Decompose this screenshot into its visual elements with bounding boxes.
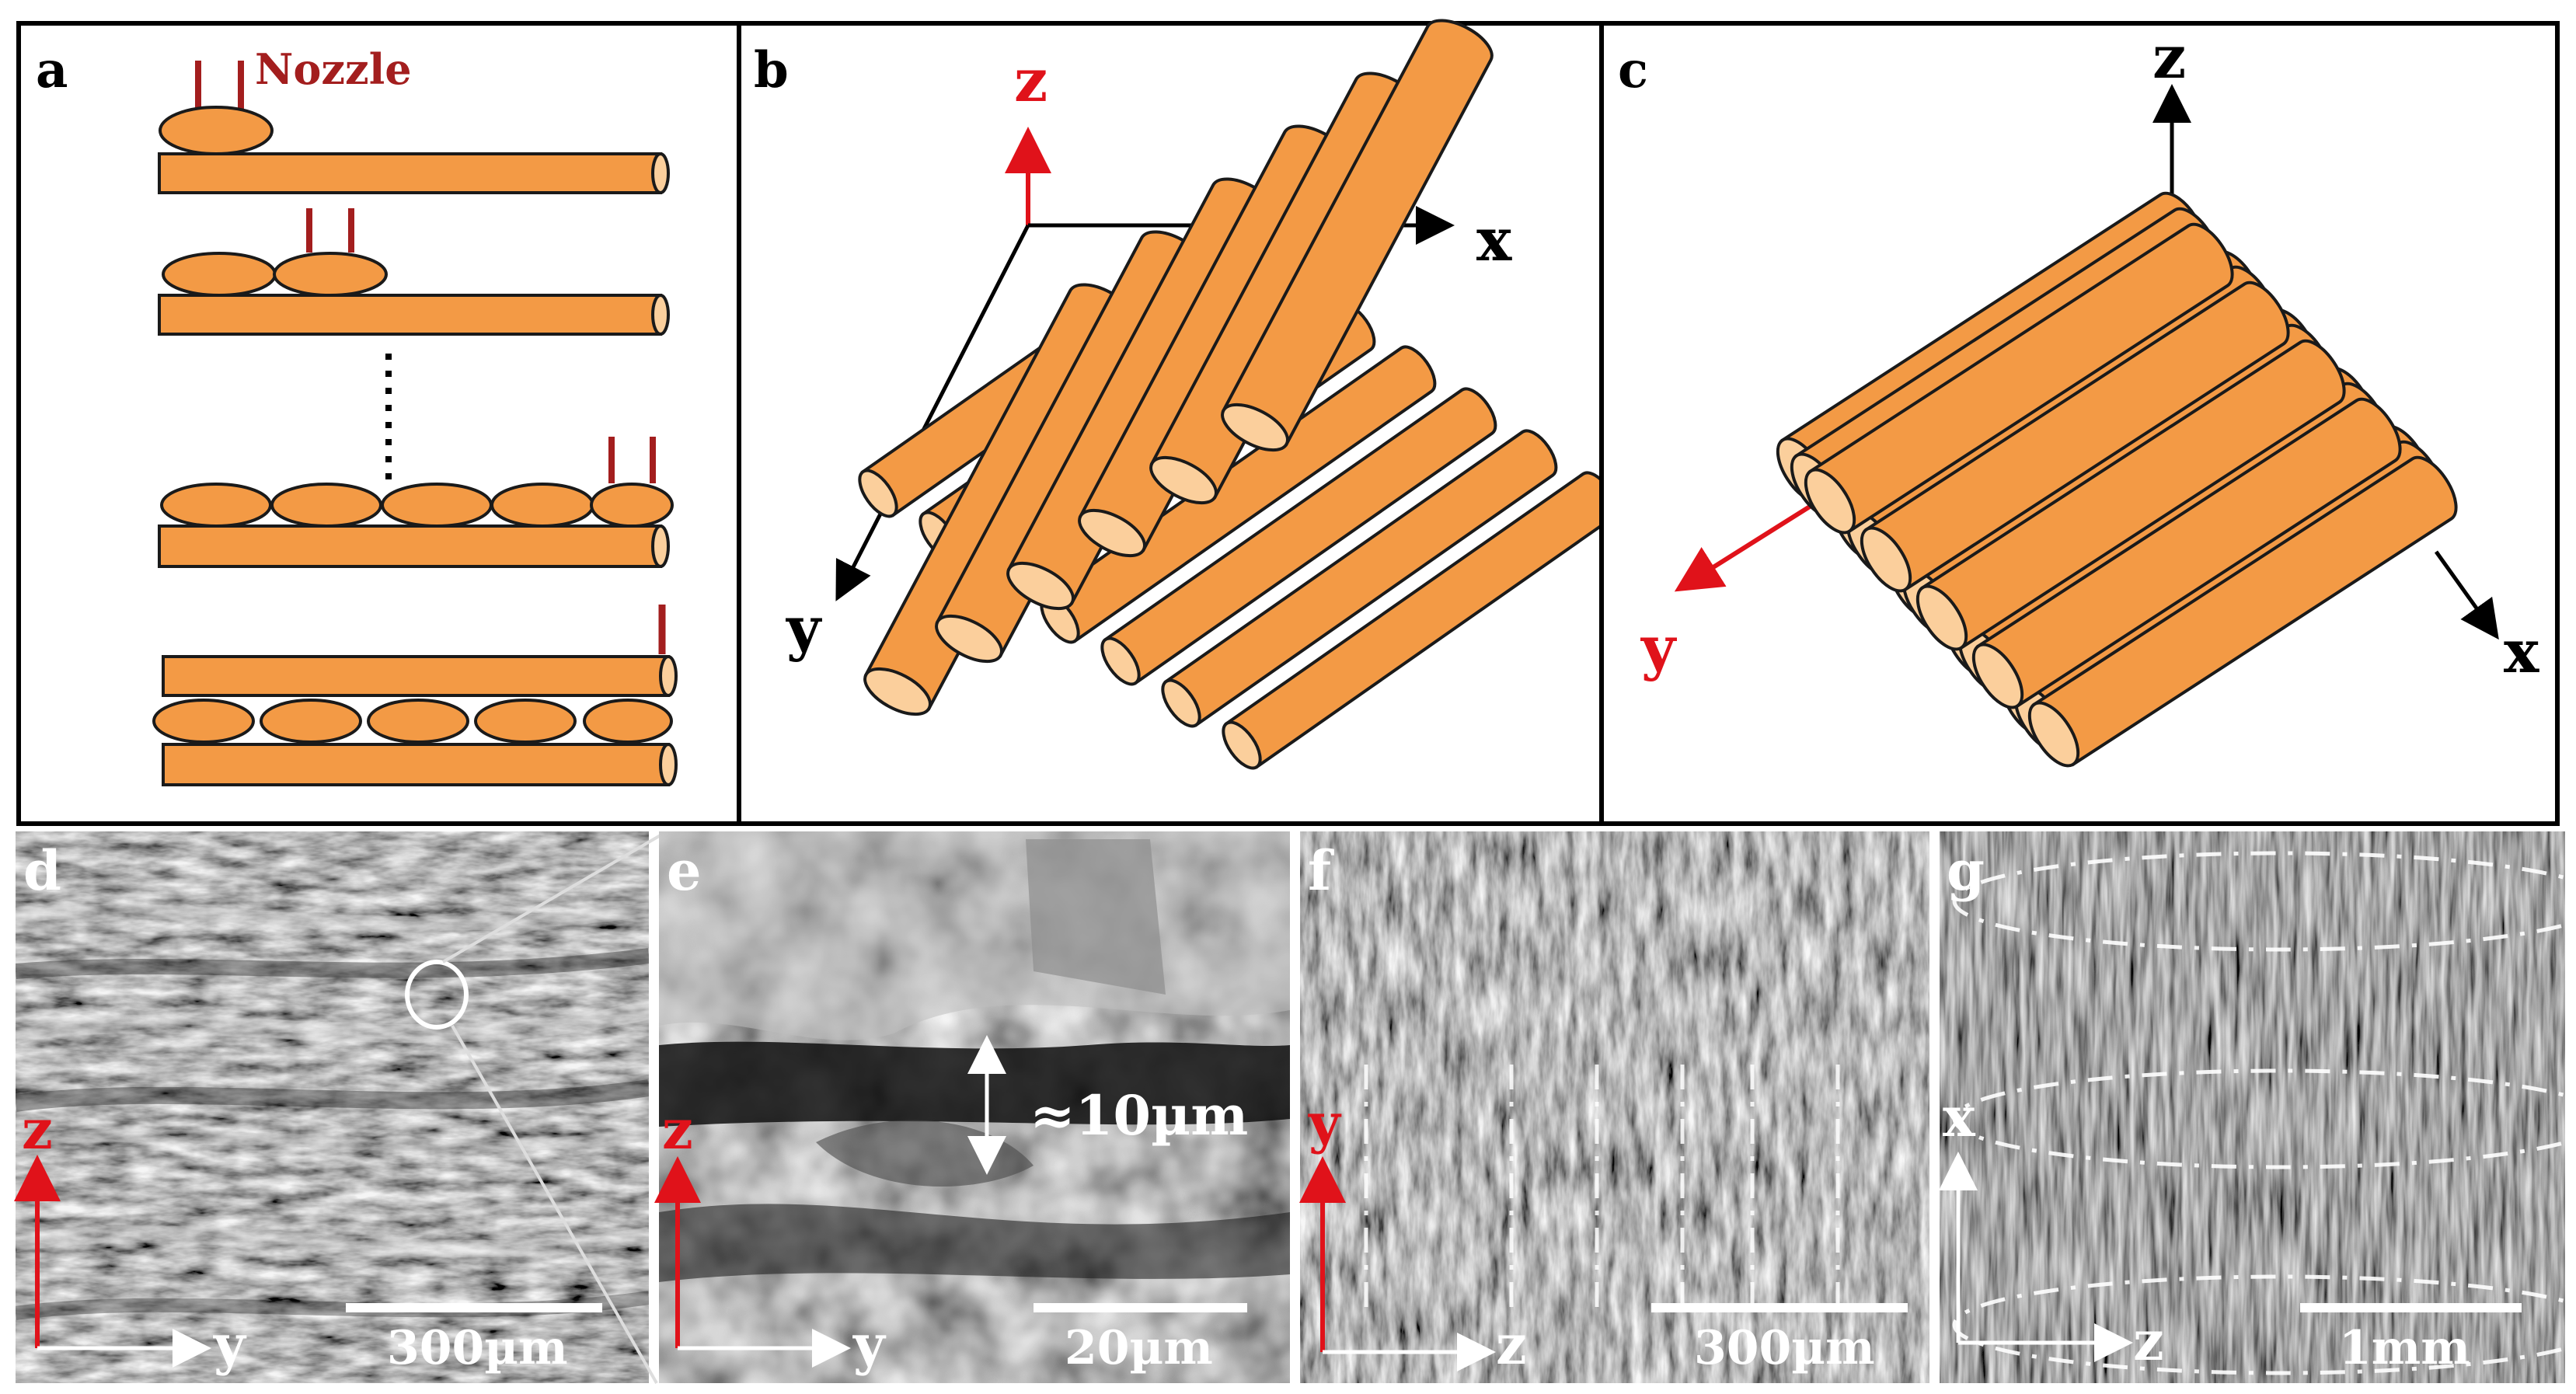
filament-outlines-g xyxy=(1952,851,2576,1375)
sem-features-e xyxy=(659,831,1290,1282)
step-1 xyxy=(158,61,670,194)
panel-f-label: f xyxy=(1308,838,1334,903)
nozzle-label: Nozzle xyxy=(255,44,412,94)
filament-c xyxy=(1915,339,2346,651)
filament-upper-b xyxy=(1221,19,1494,452)
filament-stack-b xyxy=(858,19,1619,770)
filament-outlines-f xyxy=(1364,1065,1840,1313)
deposited-bead xyxy=(381,483,493,528)
deposited-bead xyxy=(160,483,272,528)
panel-e-label: e xyxy=(667,838,702,903)
sem-texture-d xyxy=(16,831,649,1383)
panel-d-label: d xyxy=(23,838,61,903)
y-axis-arrow xyxy=(1674,499,1820,592)
deposited-bead xyxy=(270,483,382,528)
x-axis-label: x xyxy=(1476,205,1512,274)
z-axis-label: z xyxy=(1496,1312,1527,1377)
filament-lower-b xyxy=(1100,387,1497,686)
z-axis-label: z xyxy=(2133,1309,2164,1373)
panel-c: c z y x xyxy=(1599,21,2560,826)
x-axis-arrow xyxy=(2434,550,2499,640)
step-2 xyxy=(158,208,670,336)
panel-a: a Nozzle xyxy=(16,21,741,826)
deposited-bead xyxy=(159,106,274,155)
y-axis-label: y xyxy=(1640,613,1677,682)
sem-strata-d xyxy=(16,902,649,1320)
panel-g-label: g xyxy=(1947,838,1985,903)
deposited-bead xyxy=(273,252,388,297)
panel-b: b z x y xyxy=(737,19,1619,826)
base-filament xyxy=(162,743,678,786)
top-filament xyxy=(162,655,678,697)
filament-c xyxy=(2027,455,2458,768)
filament-c xyxy=(1804,222,2234,535)
deposited-bead xyxy=(152,699,255,744)
x-axis-label: x xyxy=(2504,617,2539,686)
panel-a-label: a xyxy=(36,41,68,99)
deposited-bead xyxy=(590,483,674,528)
y-axis-label: y xyxy=(1308,1091,1342,1155)
step-4 xyxy=(152,605,678,786)
base-filament xyxy=(158,524,670,568)
base-filament xyxy=(158,152,670,194)
scale-label: 20µm xyxy=(1065,1321,1213,1375)
z-axis-label: z xyxy=(2152,23,2186,92)
deposited-bead xyxy=(260,699,362,744)
nozzle-icon xyxy=(608,437,656,483)
axes-c: z y x xyxy=(1640,23,2539,686)
filament-stack-c xyxy=(1776,191,2458,768)
zoom-circle xyxy=(405,960,469,1030)
scale-label: 300µm xyxy=(1694,1321,1875,1375)
y-axis-label: y xyxy=(852,1312,887,1377)
zoom-line-bottom xyxy=(451,1025,658,1384)
panel-c-label: c xyxy=(1618,41,1648,99)
panel-g: g x z 1mm xyxy=(1939,831,2576,1383)
panel-e: ≈10µm e z y 20µm xyxy=(654,831,1290,1383)
base-filament xyxy=(158,294,670,336)
z-axis-label: z xyxy=(662,1097,693,1162)
deposited-bead xyxy=(474,699,577,744)
filament-c xyxy=(1860,281,2290,593)
filament-lower-b xyxy=(1161,429,1558,728)
deposited-bead xyxy=(367,699,469,744)
z-axis-label: z xyxy=(22,1097,53,1162)
deposited-bead xyxy=(583,699,673,744)
scale-label: 300µm xyxy=(387,1321,568,1375)
panel-d: d z y 300µm xyxy=(13,831,666,1384)
step-3 xyxy=(158,437,674,568)
y-axis-label: y xyxy=(786,594,822,663)
scale-label: 1mm xyxy=(2339,1321,2470,1375)
sem-texture-g xyxy=(1940,831,2565,1383)
filament-c xyxy=(1971,397,2402,709)
panel-b-label: b xyxy=(754,41,789,99)
deposited-bead xyxy=(490,483,594,528)
sem-texture-f xyxy=(1300,831,1929,1383)
zoom-line-top xyxy=(441,831,666,964)
layer-thickness-label: ≈10µm xyxy=(1030,1083,1248,1148)
x-axis-label: x xyxy=(1943,1085,1976,1149)
nozzle-icon xyxy=(306,208,354,253)
z-axis-label: z xyxy=(1014,46,1047,115)
deposited-bead xyxy=(162,252,277,297)
y-axis-arrow xyxy=(835,224,1030,601)
panel-f: f y z 300µm xyxy=(1299,831,1929,1383)
y-axis-label: y xyxy=(213,1312,247,1377)
nozzle-icon xyxy=(195,61,244,109)
